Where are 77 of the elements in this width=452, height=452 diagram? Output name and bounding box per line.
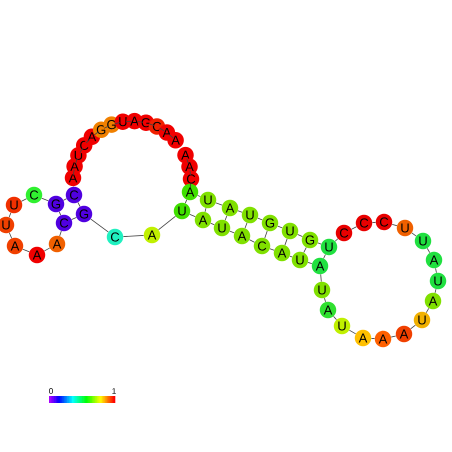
backbone-line <box>22 248 30 252</box>
backbone-line <box>90 218 109 232</box>
backbone-line <box>351 226 357 230</box>
node-label: A <box>70 162 79 171</box>
node-label: U <box>119 117 127 126</box>
node-label: A <box>88 132 96 142</box>
backbone-line <box>277 226 283 228</box>
base-pair-line <box>224 215 228 221</box>
backbone-line <box>59 230 62 236</box>
backbone-line <box>137 121 144 123</box>
backbone-line <box>21 198 27 202</box>
backbone-line <box>435 268 437 274</box>
backbone-line <box>44 248 50 252</box>
backbone-line <box>348 330 356 334</box>
backbone-line <box>159 128 165 132</box>
tick-label: 0 <box>49 388 53 394</box>
backbone-line <box>392 224 398 226</box>
base-pair-line <box>244 222 248 228</box>
backbone-line <box>410 324 416 330</box>
backbone-line <box>249 239 255 243</box>
node-label: C <box>186 174 196 184</box>
backbone-line <box>148 123 154 126</box>
backbone-line <box>320 274 322 282</box>
backbone-line <box>229 230 235 234</box>
backbone-line <box>8 212 12 218</box>
backbone-line <box>80 148 84 154</box>
backbone-line <box>390 336 396 338</box>
backbone-line <box>75 158 78 164</box>
backbone-line <box>297 234 303 237</box>
backbone-line <box>333 316 337 320</box>
backbone-line <box>104 126 110 129</box>
backbone-line <box>63 198 67 201</box>
backbone-line <box>371 338 375 339</box>
backbone-line <box>186 158 189 164</box>
backbone-line <box>189 214 196 218</box>
backbone-line <box>158 216 176 230</box>
backbone-line <box>123 235 144 237</box>
backbone-line <box>190 183 192 188</box>
backbone-line <box>257 218 263 220</box>
backbone-line <box>238 210 242 213</box>
backbone-line <box>334 238 338 242</box>
backbone-line <box>41 198 49 202</box>
base-pair-line <box>303 247 307 253</box>
base-pair-line <box>204 208 206 212</box>
node-label: G <box>107 120 116 130</box>
base-pair-line <box>323 254 326 259</box>
backbone-line <box>434 288 436 294</box>
base-pair-line <box>264 230 268 238</box>
backbone-line <box>372 222 376 223</box>
backbone-line <box>426 308 430 314</box>
backbone-line <box>71 217 77 220</box>
backbone-line <box>210 222 215 226</box>
backbone-line <box>197 195 201 197</box>
backbone-line <box>324 298 326 302</box>
node-label: A <box>130 116 139 126</box>
node-label: A <box>185 162 194 172</box>
backbone-line <box>126 120 132 122</box>
backbone-line <box>168 134 174 138</box>
backbone-line <box>8 232 12 239</box>
base-pair-line <box>58 211 62 216</box>
base-pair-line <box>284 238 288 246</box>
backbone-line <box>216 202 222 206</box>
base-pair-line <box>78 202 80 207</box>
backbone-line <box>426 248 430 254</box>
node-label: A <box>181 150 190 160</box>
backbone-line <box>308 262 312 264</box>
backbone-line <box>411 232 417 236</box>
tick-label: 1 <box>112 388 116 394</box>
backbone-line <box>114 122 120 124</box>
backbone-line <box>73 169 75 176</box>
backbone-line <box>318 242 322 244</box>
backbone-line <box>289 256 293 258</box>
backbone-line <box>94 131 100 136</box>
backbone-line <box>270 248 274 251</box>
backbone-line <box>86 138 90 144</box>
base-pair-line <box>184 199 188 204</box>
backbone-line <box>190 170 191 176</box>
